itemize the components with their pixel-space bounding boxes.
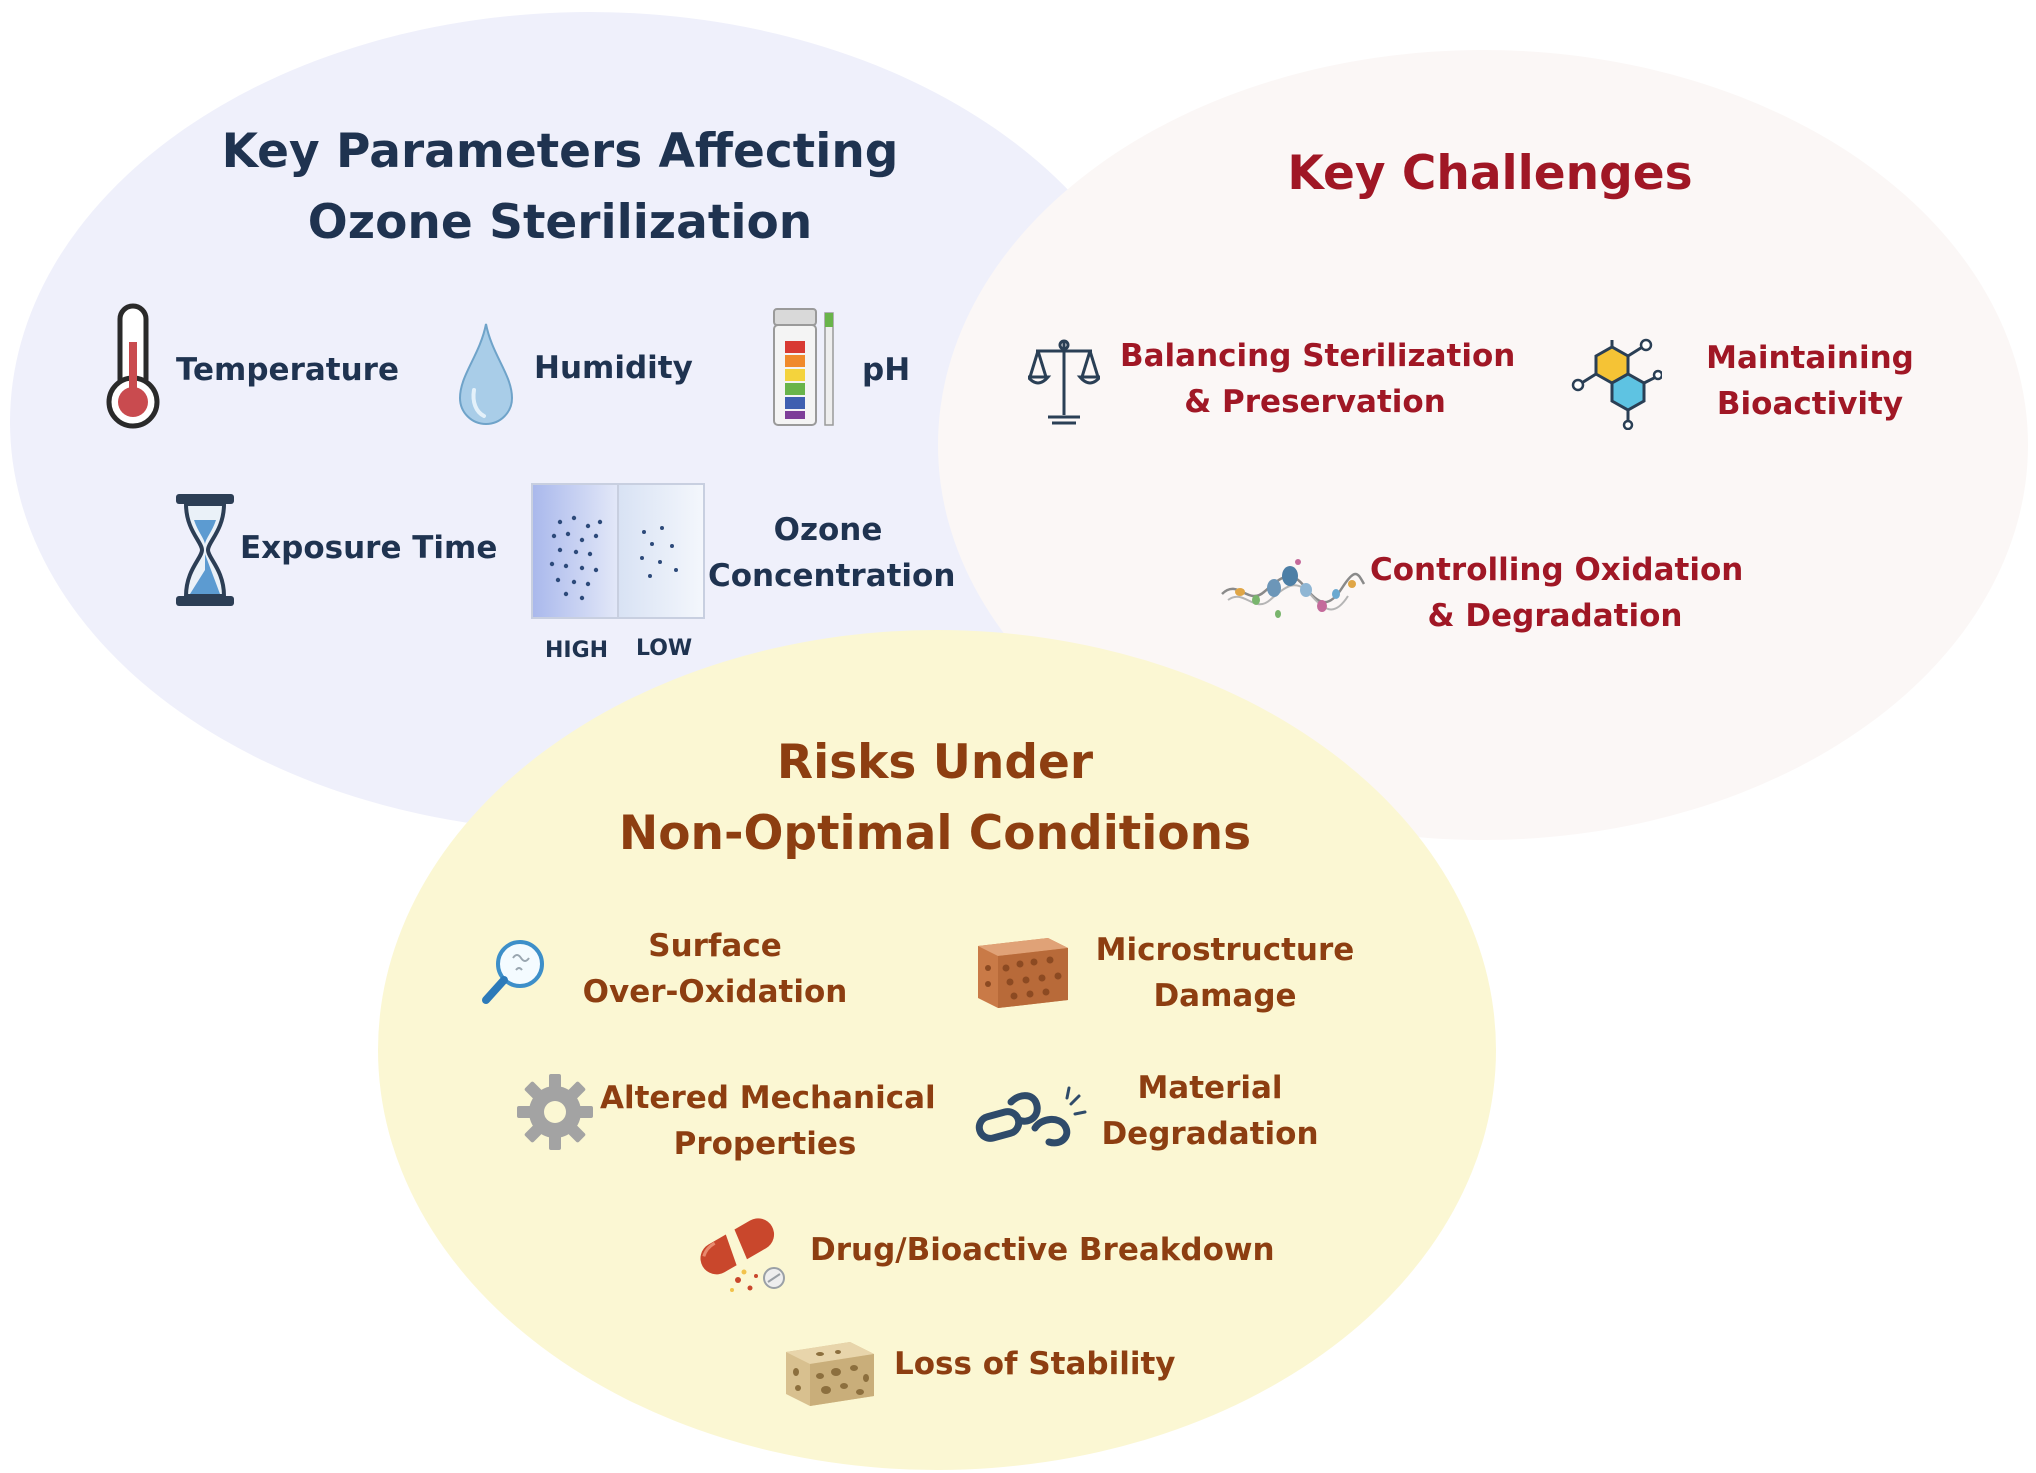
- exposure-time-label: Exposure Time: [240, 530, 498, 566]
- high-label: HIGH: [545, 638, 609, 663]
- material-label-line2: Degradation: [1101, 1116, 1319, 1152]
- ph-test-strip-icon: [773, 308, 834, 426]
- micro-label-line2: Damage: [1153, 978, 1297, 1014]
- oxidation-label-line2: & Degradation: [1427, 598, 1683, 634]
- risks-title-line2: Non-Optimal Conditions: [618, 806, 1252, 861]
- mech-label-line1: Altered Mechanical: [600, 1080, 936, 1116]
- low-label: LOW: [636, 636, 693, 661]
- magnifier-icon: [482, 940, 544, 1004]
- broken-capsule-icon: [700, 1218, 785, 1292]
- polymer-chain-icon: [1221, 559, 1366, 618]
- drug-label: Drug/Bioactive Breakdown: [810, 1232, 1275, 1268]
- surface-label-line1: Surface: [648, 928, 782, 964]
- balance-scale-icon: [1028, 339, 1100, 425]
- parameters-title-line2: Ozone Sterilization: [307, 195, 813, 250]
- sponge-icon: [786, 1342, 874, 1406]
- ozone-label-line1: Ozone: [773, 512, 883, 548]
- parameters-title-line1: Key Parameters Affecting: [221, 124, 899, 179]
- ozone-label-line2: Concentration: [708, 558, 956, 594]
- challenges-title: Key Challenges: [1287, 146, 1693, 201]
- bioactivity-label-line1: Maintaining: [1706, 340, 1914, 376]
- porous-block-icon: [978, 938, 1068, 1008]
- bioactivity-label-line2: Bioactivity: [1716, 386, 1904, 422]
- molecule-icon: [1571, 338, 1662, 430]
- temperature-label: Temperature: [176, 352, 399, 388]
- risks-title-line1: Risks Under: [776, 735, 1094, 790]
- water-drop-icon: [458, 323, 514, 425]
- ozone-concentration-panels-icon: [531, 483, 705, 619]
- humidity-label: Humidity: [534, 350, 693, 386]
- risks-circle: [378, 630, 1496, 1470]
- hourglass-icon: [176, 494, 234, 606]
- surface-label-line2: Over-Oxidation: [582, 974, 848, 1010]
- mech-label-line2: Properties: [673, 1126, 857, 1162]
- thermometer-icon: [106, 303, 160, 429]
- balancing-label-line1: Balancing Sterilization: [1120, 338, 1516, 374]
- balancing-label-line2: & Preservation: [1184, 384, 1446, 420]
- ph-label: pH: [862, 352, 911, 388]
- material-label-line1: Material: [1137, 1070, 1283, 1106]
- oxidation-label-line1: Controlling Oxidation: [1370, 552, 1744, 588]
- stability-label: Loss of Stability: [894, 1346, 1176, 1382]
- broken-chain-icon: [975, 1086, 1087, 1147]
- gear-icon: [517, 1074, 593, 1150]
- micro-label-line1: Microstructure: [1095, 932, 1355, 968]
